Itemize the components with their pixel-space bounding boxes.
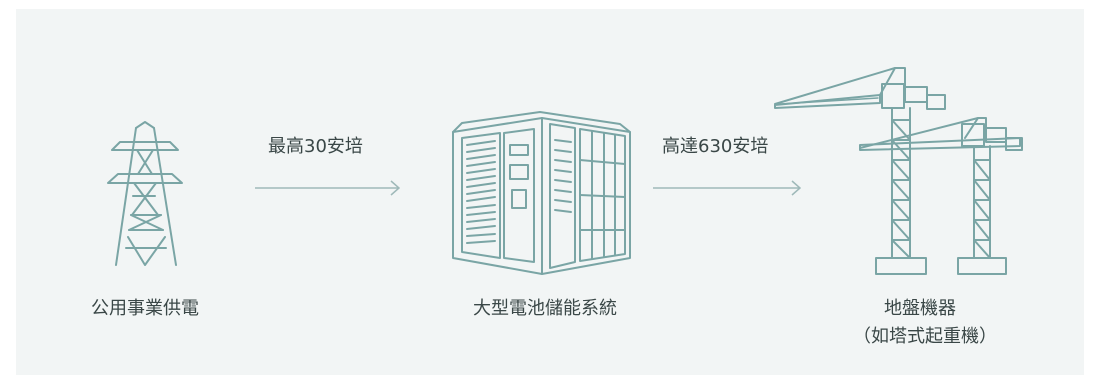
link-1-label: 最高30安培	[268, 136, 363, 157]
load-caption-line2: （如塔式起重機）	[853, 326, 997, 347]
link-2-label: 高達630安培	[662, 136, 769, 157]
storage-caption: 大型電池儲能系統	[473, 298, 617, 319]
source-caption: 公用事業供電	[91, 298, 199, 319]
load-caption-line1: 地盤機器	[884, 298, 956, 319]
